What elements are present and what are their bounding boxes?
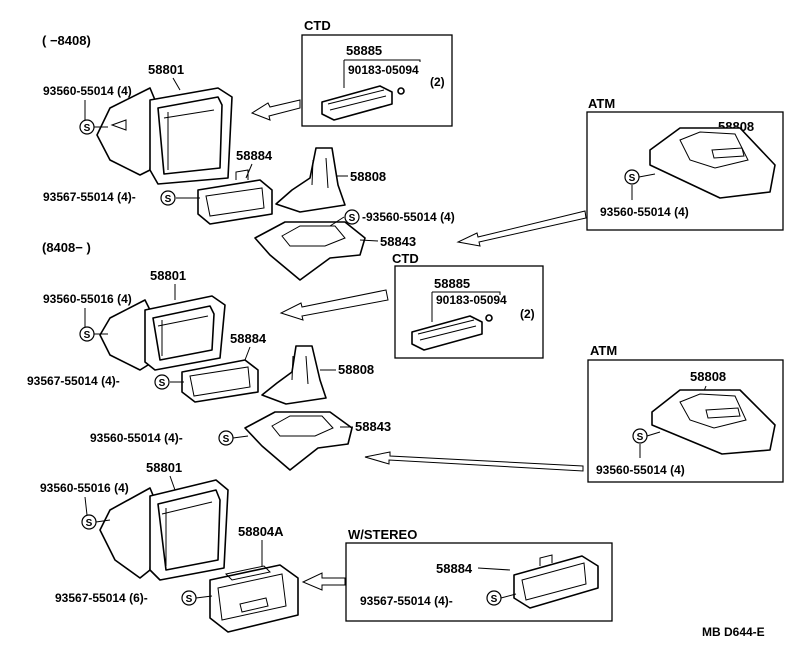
ctd-title-top: CTD [304,18,331,33]
diagram-code: MB D644-E [702,625,765,639]
ctd-subpart-mid: 90183-05094 [436,293,507,307]
svg-text:S: S [84,330,91,341]
box-58804a [209,564,299,633]
ctd-part-mid: 58885 [434,276,470,291]
label-screw-bot-1: 93560-55016 (4) [40,481,129,495]
svg-text:S: S [223,434,230,445]
bezel-58843-mid [244,411,353,471]
boot-58808-mid [261,345,327,405]
bezel-58843-top [254,221,366,281]
screw-s-icon [160,190,176,206]
atm-title-mid: ATM [590,343,617,358]
label-58843-mid: 58843 [355,419,391,434]
svg-text:S: S [629,173,636,184]
ctd-subqty-top: (2) [430,75,445,89]
screw-s-icon [344,209,360,225]
svg-text:S: S [637,432,644,443]
arrow-ctd-mid [279,289,389,321]
label-58804a: 58804A [238,524,284,539]
label-58801-top: 58801 [148,62,184,77]
label-screw-mid-3: 93560-55014 (4)- [90,431,183,445]
stereo-part: 58884 [436,561,473,576]
console-panel-58801-mid [99,295,226,371]
stereo-screw: 93567-55014 (4)- [360,594,453,608]
arrow-atm-top [456,210,587,247]
atm-screw-mid: 93560-55014 (4) [596,463,685,477]
console-panel-58801-top [96,87,233,185]
label-58801-bot: 58801 [146,460,182,475]
label-58808-top: 58808 [350,169,386,184]
section-mid-header: (8408− ) [42,240,91,255]
ctd-part-top: 58885 [346,43,382,58]
atm-bezel-top [649,127,776,199]
label-58808-mid: 58808 [338,362,374,377]
screw-s-icon [154,374,170,390]
atm-box-mid [587,359,784,483]
stereo-title: W/STEREO [348,527,417,542]
stereo-pocket [513,554,599,609]
svg-text:S: S [186,594,193,605]
label-58801-mid: 58801 [150,268,186,283]
ctd-subqty-mid: (2) [520,307,535,321]
ctd-subpart-top: 90183-05094 [348,63,419,77]
label-screw-top-2: 93567-55014 (4)- [43,190,136,204]
stereo-box [345,542,613,622]
svg-text:S: S [349,213,356,224]
label-screw-mid-1: 93560-55016 (4) [43,292,132,306]
ctd-box-mid [394,265,544,359]
svg-text:S: S [491,594,498,605]
console-panel-58801-bot [99,479,229,581]
boot-58808-top [275,147,346,213]
atm-box-top [586,111,784,231]
label-screw-top-3: -93560-55014 (4) [362,210,455,224]
arrow-stereo [301,572,346,591]
ctd-box-top [301,34,453,127]
atm-screw-top: 93560-55014 (4) [600,205,689,219]
label-screw-top-1: 93560-55014 (4) [43,84,132,98]
label-screw-mid-2: 93567-55014 (4)- [27,374,120,388]
svg-text:S: S [86,518,93,529]
arrow-ctd-top [250,99,301,121]
atm-bezel-mid [651,389,776,455]
arrow-atm-mid [364,451,584,472]
atm-title-top: ATM [588,96,615,111]
pocket-58884-top [197,169,273,225]
svg-text:S: S [84,123,91,134]
section-top-header: ( −8408) [42,33,91,48]
ctd-title-mid: CTD [392,251,419,266]
atm-part-mid: 58808 [690,369,726,384]
label-58884-top: 58884 [236,148,273,163]
label-58843-top: 58843 [380,234,416,249]
ctd-clip-top [321,85,405,121]
ctd-clip-mid [411,314,493,351]
svg-text:S: S [165,194,172,205]
label-58884-mid: 58884 [230,331,267,346]
pocket-58884-mid [181,359,259,403]
label-screw-bot-2: 93567-55014 (6)- [55,591,148,605]
svg-text:S: S [159,378,166,389]
